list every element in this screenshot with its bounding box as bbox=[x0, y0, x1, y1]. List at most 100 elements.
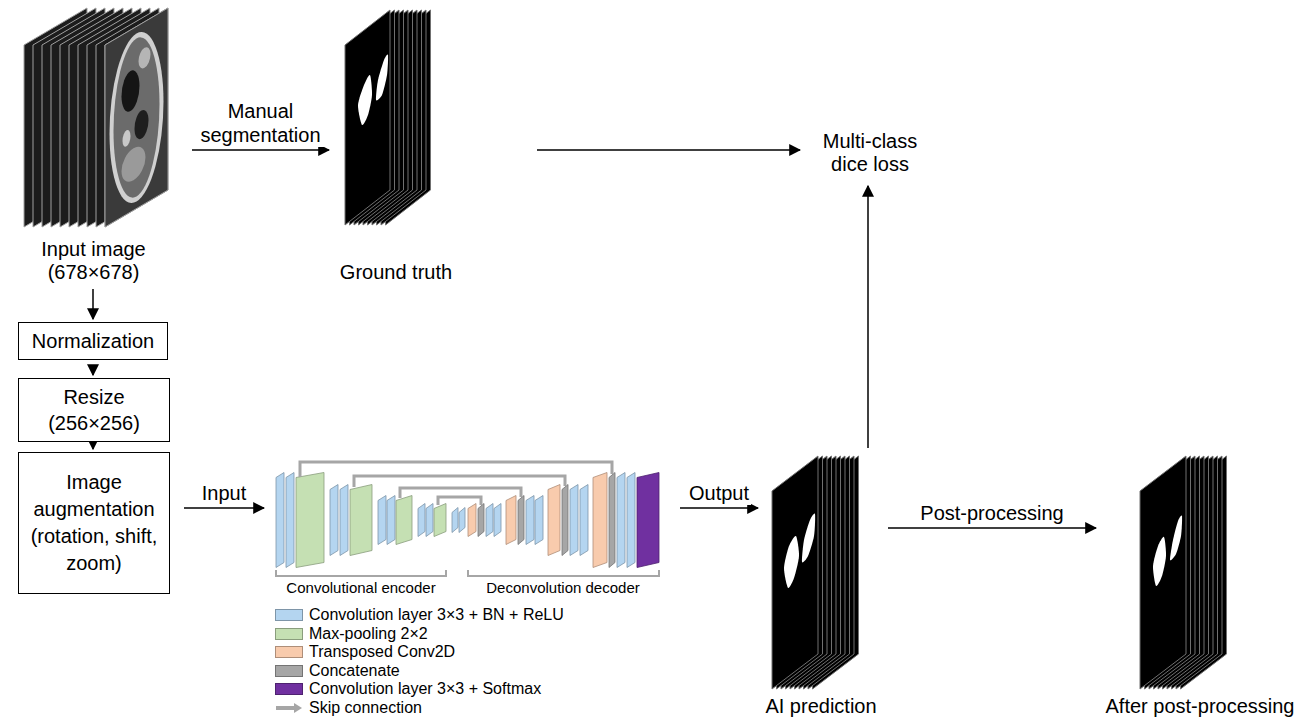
segmentation-mask bbox=[1170, 516, 1182, 561]
conv-layer bbox=[535, 496, 543, 545]
transposed-conv-layer bbox=[468, 504, 476, 537]
flow-arrow bbox=[92, 289, 94, 319]
image-slice bbox=[772, 456, 818, 689]
process-box: Resize (256×256) bbox=[18, 378, 170, 442]
conv-layer bbox=[459, 508, 465, 533]
conv-layer bbox=[286, 473, 294, 568]
conv-layer bbox=[452, 508, 458, 533]
concatenate-layer bbox=[478, 504, 484, 537]
image-stack: Ground truth bbox=[335, 3, 457, 284]
process-box: Normalization bbox=[18, 322, 168, 360]
image-slice bbox=[1140, 456, 1186, 689]
segmentation-mask bbox=[376, 55, 388, 101]
concatenate-layer bbox=[518, 496, 524, 545]
flow-arrow bbox=[92, 447, 94, 449]
edge-label-holder: Input bbox=[200, 481, 248, 505]
edge-label-holder: Post-processing bbox=[918, 501, 1065, 525]
conv-layer bbox=[418, 504, 425, 537]
node-text: Normalization bbox=[32, 328, 154, 354]
segmentation-mask bbox=[784, 536, 799, 588]
edge-label: Post-processing bbox=[918, 501, 1065, 525]
stack-illustration bbox=[335, 3, 457, 284]
process-box: Image augmentation (rotation, shift, zoo… bbox=[18, 452, 170, 594]
conv-layer bbox=[627, 473, 635, 568]
maxpool-layer bbox=[434, 504, 446, 537]
legend-text: Convolution layer 3×3 + Softmax bbox=[309, 680, 541, 698]
flow-arrow bbox=[537, 149, 800, 151]
legend-text: Transposed Conv2D bbox=[309, 643, 455, 661]
conv-layer bbox=[486, 504, 493, 537]
legend-arrow-line bbox=[276, 706, 295, 710]
legend-text: Convolution layer 3×3 + BN + ReLU bbox=[309, 606, 564, 624]
ct-structure bbox=[122, 66, 140, 117]
legend-row: Max-pooling 2×2 bbox=[275, 625, 564, 644]
softmax-layer bbox=[637, 473, 659, 568]
image-stack: Input image (678×678) bbox=[15, 3, 172, 284]
transposed-conv-layer bbox=[593, 473, 607, 568]
legend-swatch bbox=[275, 665, 303, 677]
edge-label: Output bbox=[687, 481, 751, 505]
maxpool-layer bbox=[296, 473, 324, 568]
segmentation-mask bbox=[802, 514, 815, 563]
conv-layer bbox=[580, 485, 588, 556]
legend-row: Convolution layer 3×3 + BN + ReLU bbox=[275, 606, 564, 625]
transposed-conv-layer bbox=[506, 496, 516, 545]
skip-connection bbox=[354, 476, 565, 487]
section-label: Deconvolution decoder bbox=[483, 579, 643, 597]
legend-swatch bbox=[275, 683, 303, 695]
segmentation-mask bbox=[358, 75, 372, 125]
legend: Convolution layer 3×3 + BN + ReLUMax-poo… bbox=[275, 606, 564, 717]
ct-background bbox=[103, 3, 171, 233]
ct-structure bbox=[135, 106, 149, 142]
stack-illustration bbox=[762, 452, 880, 718]
node-text: Multi-class dice loss bbox=[808, 130, 932, 176]
legend-arrow-head bbox=[294, 703, 302, 713]
flow-arrow bbox=[92, 365, 94, 375]
edge-label: Manual segmentation bbox=[189, 99, 333, 147]
legend-text: Concatenate bbox=[309, 662, 400, 680]
legend-swatch bbox=[275, 646, 303, 658]
ct-structure bbox=[139, 44, 151, 71]
conv-layer bbox=[494, 504, 501, 537]
conv-layer bbox=[617, 473, 625, 568]
flow-arrow bbox=[184, 507, 264, 509]
legend-arrow-sample bbox=[275, 702, 303, 714]
legend-text: Max-pooling 2×2 bbox=[309, 625, 428, 643]
section-bracket bbox=[276, 570, 446, 576]
image-stack: After post-processing bbox=[1100, 452, 1300, 718]
ct-structure bbox=[123, 128, 131, 149]
flow-arrow bbox=[192, 149, 329, 151]
image-caption: After post-processing bbox=[1100, 695, 1300, 718]
flow-arrow bbox=[680, 507, 758, 509]
node-text: Resize (256×256) bbox=[25, 384, 163, 436]
conv-layer bbox=[387, 496, 395, 545]
image-caption: AI prediction bbox=[762, 695, 880, 718]
legend-row: Transposed Conv2D bbox=[275, 643, 564, 662]
flow-arrow bbox=[888, 527, 1096, 529]
image-caption: Ground truth bbox=[335, 261, 457, 284]
ct-structure bbox=[114, 25, 160, 210]
conv-layer bbox=[570, 485, 578, 556]
conv-layer bbox=[340, 485, 348, 556]
legend-row: Concatenate bbox=[275, 662, 564, 681]
conv-layer bbox=[276, 473, 284, 568]
maxpool-layer bbox=[396, 496, 412, 545]
conv-layer bbox=[526, 496, 534, 545]
legend-swatch bbox=[275, 628, 303, 640]
node-text: Image augmentation (rotation, shift, zoo… bbox=[25, 469, 163, 577]
legend-row: Skip connection bbox=[275, 699, 564, 718]
image-slice bbox=[345, 10, 390, 225]
conv-layer bbox=[426, 504, 433, 537]
image-stack: AI prediction bbox=[762, 452, 880, 718]
stack-illustration bbox=[1100, 452, 1300, 718]
skip-connection bbox=[438, 497, 481, 505]
edge-label: Input bbox=[200, 481, 248, 505]
section-bracket bbox=[468, 570, 659, 576]
slice-outline bbox=[105, 8, 168, 227]
legend-row: Convolution layer 3×3 + Softmax bbox=[275, 680, 564, 699]
section-label: Convolutional encoder bbox=[281, 579, 441, 597]
unet-illustration bbox=[268, 455, 668, 600]
ct-structure bbox=[122, 141, 146, 187]
loss-node: Multi-class dice loss bbox=[808, 128, 932, 178]
flow-arrow bbox=[867, 186, 869, 448]
